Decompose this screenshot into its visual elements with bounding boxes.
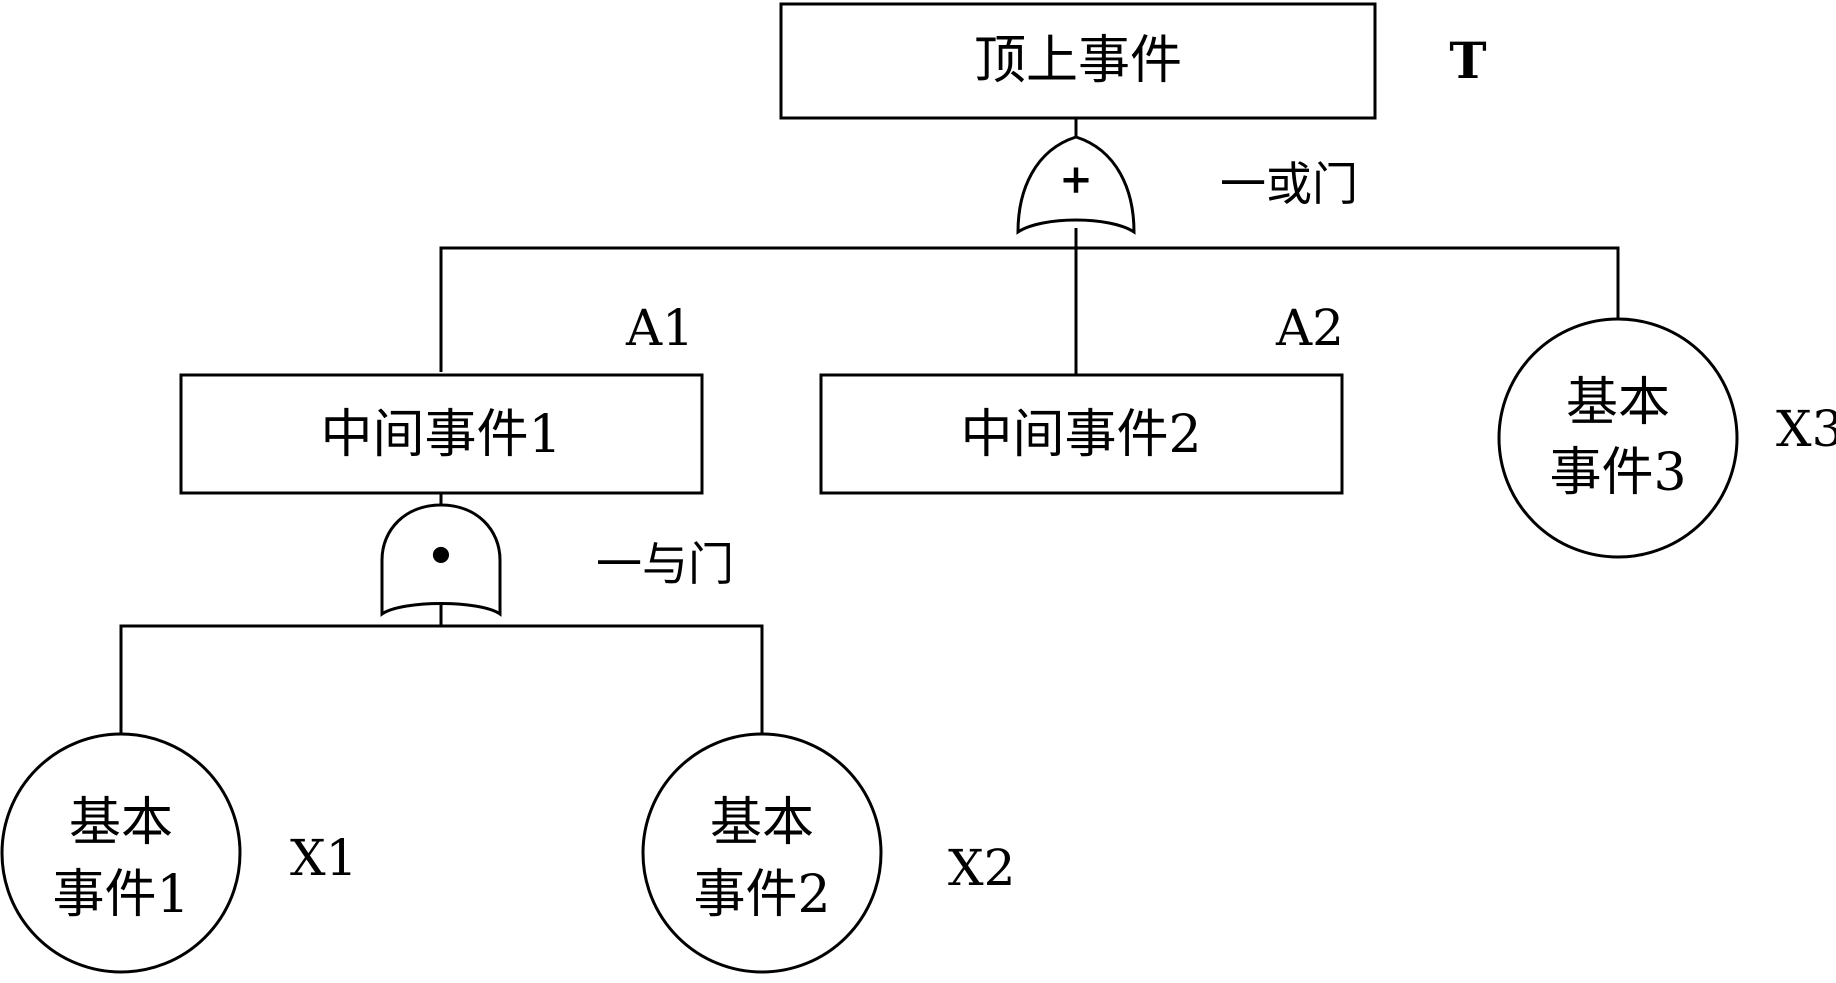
and-gate-shape	[380, 503, 502, 617]
top-event-box	[779, 2, 1377, 120]
or-gate: +	[1016, 135, 1136, 235]
basic-event-2: 基本 事件2	[641, 732, 883, 974]
basic-event-1: 基本 事件1	[0, 732, 242, 974]
and-gate-symbol: •	[426, 529, 455, 583]
and-gate-label: 一与门	[596, 537, 734, 591]
intermediate-event-2: 中间事件2	[819, 373, 1344, 495]
top-event: 顶上事件	[779, 2, 1377, 120]
basic-event-1-circle	[0, 732, 242, 974]
basic-event-2-code: X2	[948, 839, 1015, 897]
and-gate: •	[380, 503, 502, 617]
intermediate-event-2-text: 中间事件2	[960, 405, 1201, 465]
basic-event-3: 基本 事件3	[1497, 317, 1739, 559]
basic-event-1-line2: 事件1	[52, 865, 189, 925]
or-gate-shape	[1016, 135, 1136, 235]
basic-event-2-circle	[641, 732, 883, 974]
intermediate-event-1-code: A1	[625, 299, 694, 357]
intermediate-event-1-text: 中间事件1	[320, 405, 561, 465]
intermediate-event-2-code: A2	[1275, 299, 1344, 357]
basic-event-1-line1: 基本	[69, 793, 173, 853]
intermediate-event-1-box	[179, 373, 704, 495]
or-gate-symbol: +	[1059, 156, 1093, 203]
basic-event-3-circle	[1497, 317, 1739, 559]
wire-and-gate-branch	[119, 624, 764, 734]
top-event-code: T	[1449, 31, 1486, 90]
basic-event-2-line1: 基本	[710, 793, 814, 853]
basic-event-3-code: X3	[1776, 400, 1836, 458]
top-event-text: 顶上事件	[974, 31, 1182, 91]
intermediate-event-2-box	[819, 373, 1344, 495]
intermediate-event-1: 中间事件1	[179, 373, 704, 495]
basic-event-2-line2: 事件2	[693, 865, 830, 925]
basic-event-3-line2: 事件3	[1549, 443, 1686, 503]
wire-or-gate-branch	[439, 246, 1620, 372]
basic-event-3-line1: 基本	[1566, 373, 1670, 433]
or-gate-label: 一或门	[1220, 157, 1358, 211]
basic-event-1-code: X1	[290, 829, 357, 887]
